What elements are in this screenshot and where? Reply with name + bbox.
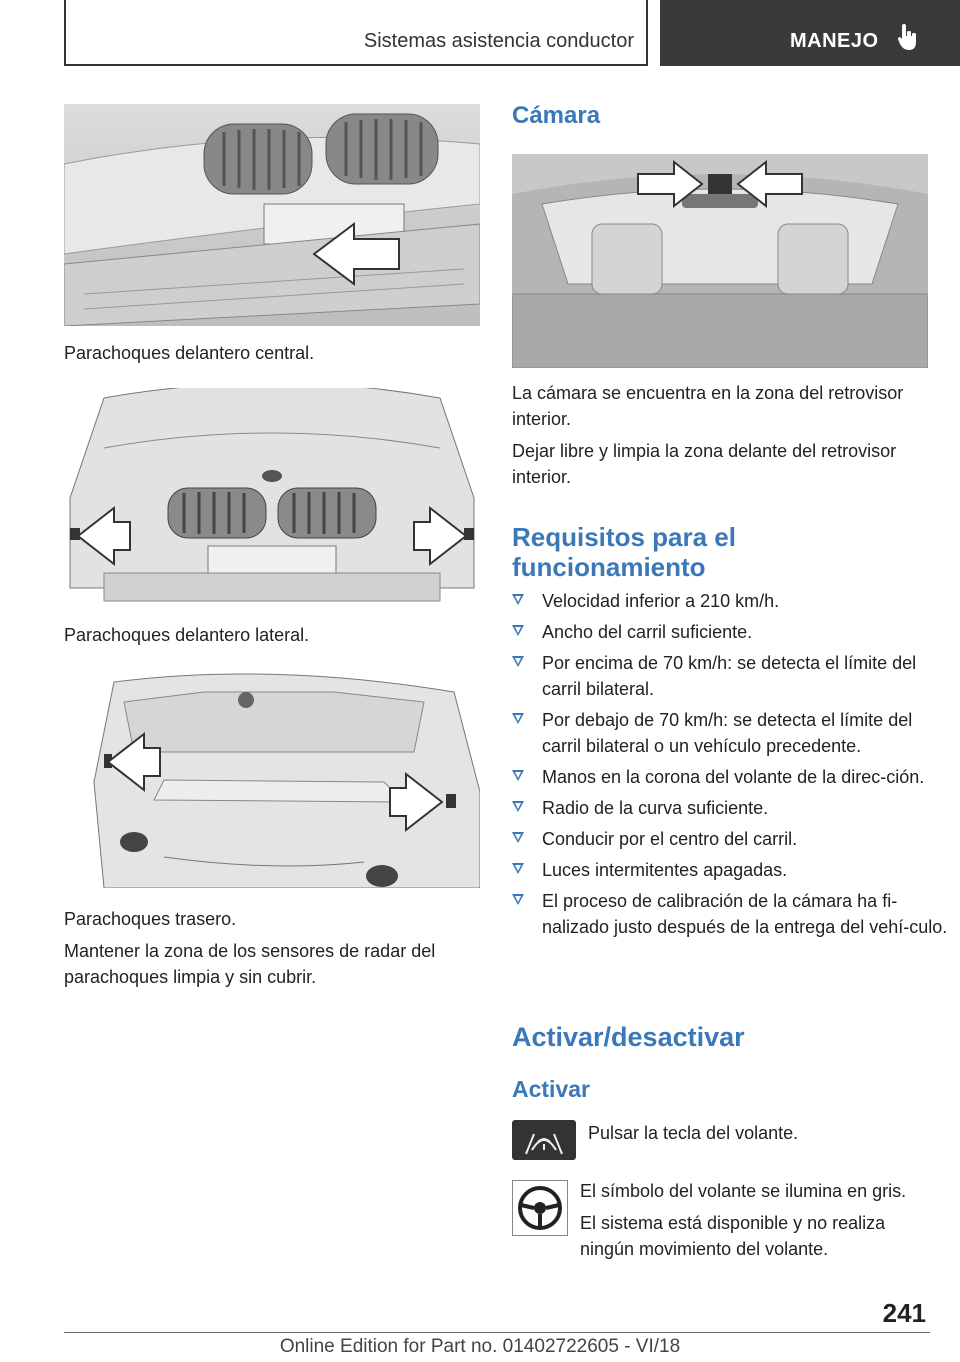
bullet-triangle-icon: [512, 656, 524, 667]
list-item: Ancho del carril suficiente.: [512, 619, 952, 645]
bullet-triangle-icon: [512, 713, 524, 724]
list-item: Velocidad inferior a 210 km/h.: [512, 588, 952, 614]
header-section-box: Sistemas asistencia conductor: [64, 0, 648, 66]
footer-edition: Online Edition for Part no. 01402722605 …: [279, 1336, 681, 1357]
header-section-title: Sistemas asistencia conductor: [363, 30, 634, 52]
bullet-triangle-icon: [512, 863, 524, 874]
list-item: Por debajo de 70 km/h: se detecta el lím…: [512, 707, 952, 759]
header-chapter-title: MANEJO: [790, 30, 879, 52]
bullet-triangle-icon: [512, 625, 524, 636]
front-bumper-center-figure: [64, 104, 480, 326]
camera-heading: Cámara: [512, 102, 601, 129]
caption-front-center: Parachoques delantero central.: [64, 343, 315, 363]
list-item: Por encima de 70 km/h: se detecta el lím…: [512, 650, 952, 702]
requirements-heading: Requisitos para el funcionamiento: [512, 522, 736, 582]
wheel-available-text: El sistema está disponible y no realiza …: [580, 1213, 886, 1259]
bullet-triangle-icon: [512, 832, 524, 843]
rear-bumper-figure: [64, 672, 480, 888]
list-item: Conducir por el centro del carril.: [512, 826, 952, 852]
footer-divider: [64, 1332, 930, 1333]
activate-text: Pulsar la tecla del volante.: [588, 1123, 799, 1143]
steering-wheel-icon: [512, 1180, 568, 1236]
camera-location-text: La cámara se encuentra en la zona del re…: [512, 383, 904, 429]
list-item: El proceso de calibración de la cámara h…: [512, 888, 952, 940]
bullet-triangle-icon: [512, 594, 524, 605]
list-item: Luces intermitentes apagadas.: [512, 857, 952, 883]
front-bumper-side-figure: [64, 388, 480, 610]
header-chapter-box: MANEJO: [660, 0, 960, 66]
radar-sensor-note: Mantener la zona de los sensores de rada…: [64, 941, 436, 987]
camera-figure: [511, 154, 929, 369]
camera-clean-text: Dejar libre y limpia la zona delante del…: [512, 441, 897, 487]
bullet-triangle-icon: [512, 801, 524, 812]
list-item: Manos en la corona del volante de la dir…: [512, 764, 952, 790]
page-number: 241: [882, 1298, 926, 1328]
activate-subheading: Activar: [512, 1076, 590, 1102]
bullet-triangle-icon: [512, 770, 524, 781]
activate-deactivate-heading: Activar/desactivar: [512, 1022, 745, 1052]
wheel-gray-text: El símbolo del volante se ilumina en gri…: [580, 1181, 907, 1201]
hand-pointer-icon: [898, 24, 916, 50]
caption-rear: Parachoques trasero.: [64, 909, 237, 929]
list-item: Radio de la curva suficiente.: [512, 795, 952, 821]
requirements-list: Velocidad inferior a 210 km/h. Ancho del…: [512, 588, 952, 945]
caption-front-side: Parachoques delantero lateral.: [64, 625, 310, 645]
lane-assist-button-icon: [512, 1120, 576, 1160]
bullet-triangle-icon: [512, 894, 524, 905]
